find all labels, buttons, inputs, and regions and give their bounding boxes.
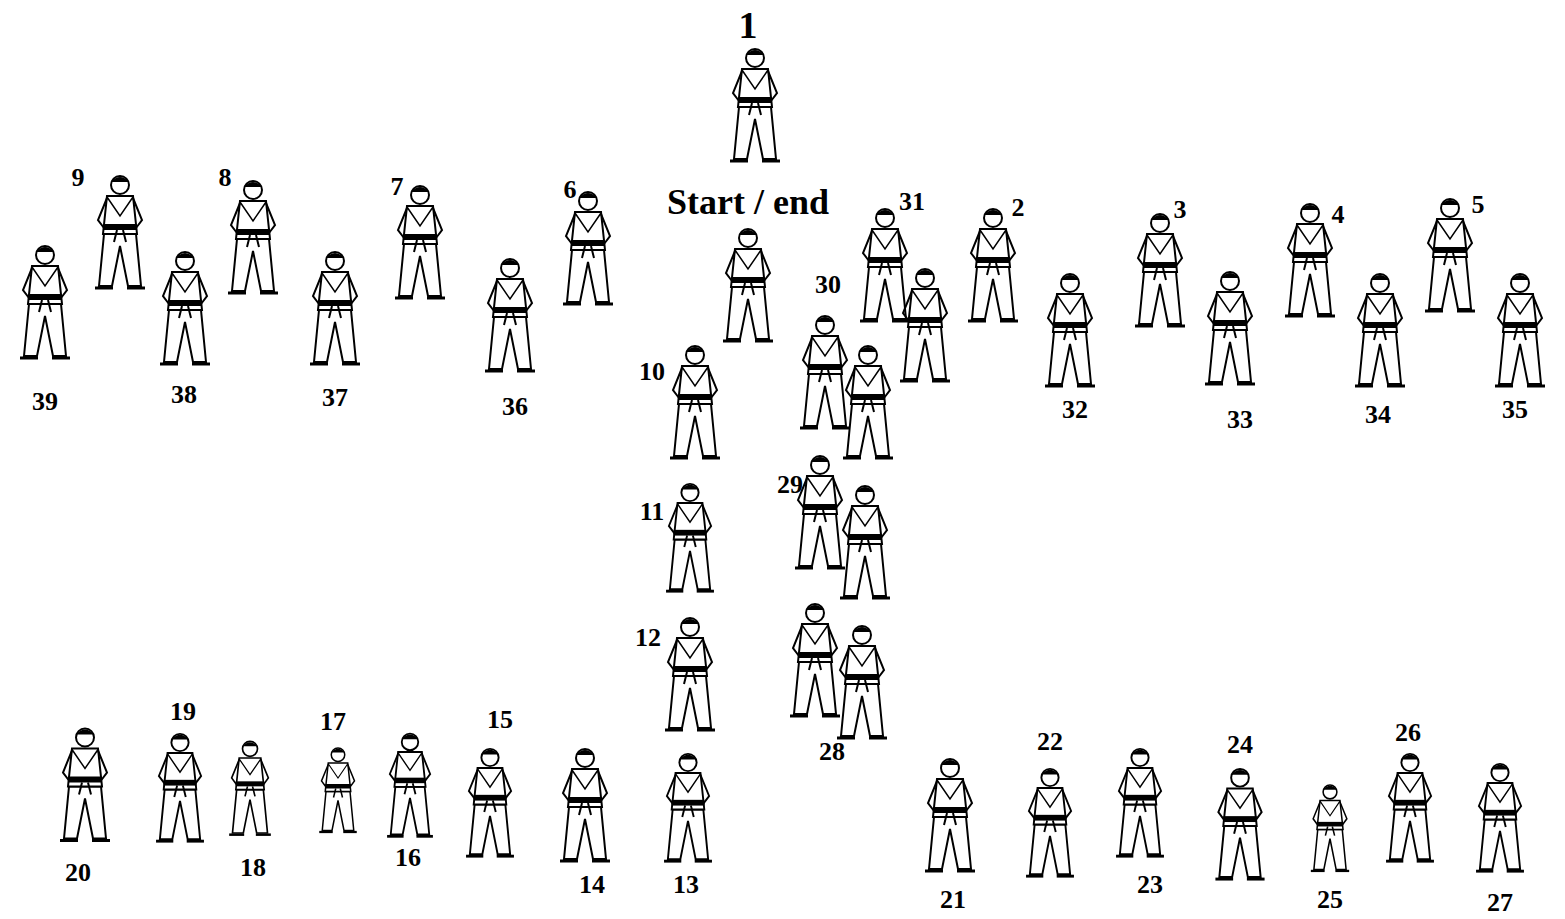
step-number: 27	[1487, 890, 1513, 916]
step-number: 17	[320, 709, 346, 735]
step-number: 32	[1062, 397, 1088, 423]
step-number: 15	[487, 707, 513, 733]
step-number: 18	[240, 855, 266, 881]
step-number: 9	[72, 165, 85, 191]
step-number: 24	[1227, 732, 1253, 758]
step-number: 8	[219, 165, 232, 191]
step-number: 19	[170, 699, 196, 725]
step-number: 29	[777, 472, 803, 498]
step-number: 6	[564, 177, 577, 203]
step-number: 16	[395, 845, 421, 871]
step-number: 39	[32, 389, 58, 415]
step-number: 11	[640, 499, 665, 525]
step-number: 10	[639, 359, 665, 385]
step-number: 26	[1395, 720, 1421, 746]
step-number: 28	[819, 739, 845, 765]
step-number: 12	[635, 625, 661, 651]
step-number: 5	[1472, 192, 1485, 218]
step-number: 3	[1174, 197, 1187, 223]
step-number: 31	[899, 189, 925, 215]
step-number: 13	[673, 872, 699, 898]
step-number: 23	[1137, 872, 1163, 898]
figure-group	[20, 49, 1545, 879]
step-number: 38	[171, 382, 197, 408]
step-number: 33	[1227, 407, 1253, 433]
step-number: 1	[739, 6, 758, 44]
step-number: 21	[940, 887, 966, 913]
start-end-label: Start / end	[667, 184, 829, 220]
step-number: 22	[1037, 729, 1063, 755]
step-number: 30	[815, 272, 841, 298]
step-number: 20	[65, 860, 91, 886]
step-number: 25	[1317, 887, 1343, 913]
step-number: 34	[1365, 402, 1391, 428]
step-number: 4	[1332, 202, 1345, 228]
step-number: 37	[322, 385, 348, 411]
step-number: 35	[1502, 397, 1528, 423]
step-number: 36	[502, 394, 528, 420]
step-number: 14	[579, 872, 605, 898]
step-number: 7	[391, 174, 404, 200]
step-number: 2	[1012, 195, 1025, 221]
